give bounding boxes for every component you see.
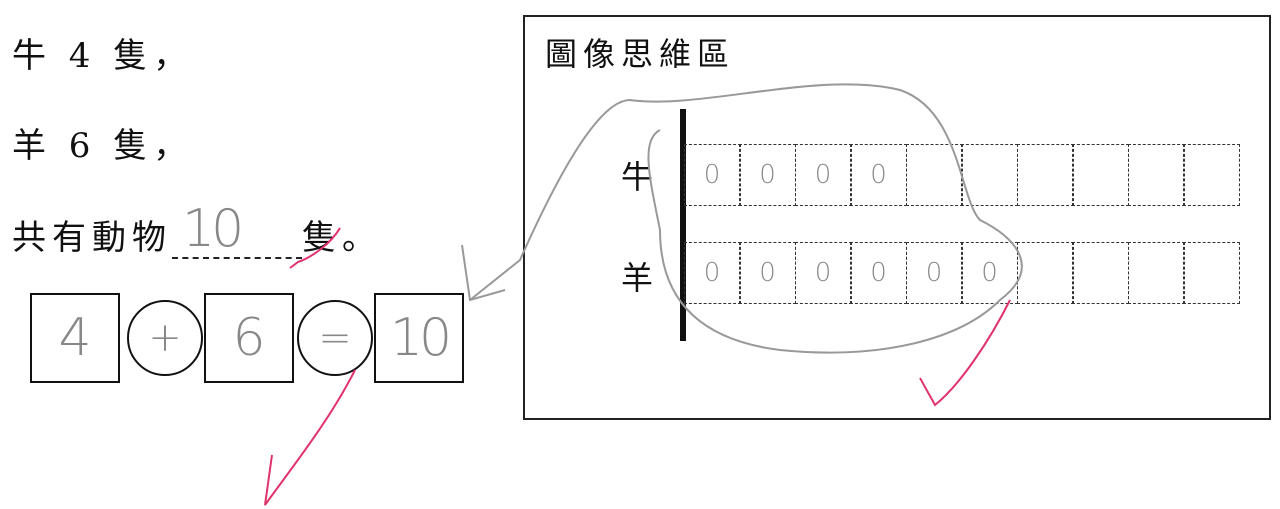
row-label-sheep: 羊 <box>621 259 654 297</box>
grid-cell[interactable] <box>1072 144 1129 206</box>
grid-cell[interactable]: 0 <box>850 242 907 304</box>
grid-cell[interactable]: 0 <box>739 242 796 304</box>
equation-box-result[interactable]: 10 <box>374 293 464 383</box>
total-prefix: 共有動物 <box>12 218 172 258</box>
grid-cell[interactable]: 0 <box>683 144 741 206</box>
grid-cell[interactable] <box>1016 144 1074 206</box>
pencil-circle-mark: 0 <box>703 160 721 190</box>
grid-cell[interactable] <box>1016 242 1074 304</box>
pencil-circle-mark: 0 <box>814 160 832 190</box>
grid-cell[interactable] <box>1183 144 1240 206</box>
pencil-circle-mark: 0 <box>870 258 887 288</box>
grid-cell[interactable] <box>1183 242 1240 304</box>
arrow-head <box>461 244 506 302</box>
pencil-circle-mark: 0 <box>981 258 998 288</box>
grid-cell[interactable] <box>961 144 1018 206</box>
problem-line-sheep: 羊 6 隻， <box>12 126 194 166</box>
grid-cell[interactable]: 0 <box>683 242 741 304</box>
grid-cell[interactable] <box>1127 144 1185 206</box>
equation-operator[interactable]: + <box>127 300 203 376</box>
equation-box-a[interactable]: 4 <box>30 293 120 383</box>
sheep-grid: 0 0 0 0 0 0 <box>683 242 1240 304</box>
pencil-circle-mark: 0 <box>814 258 832 288</box>
grid-cell[interactable]: 0 <box>905 242 963 304</box>
total-suffix: 隻。 <box>302 218 382 258</box>
image-thinking-panel: 圖像思維區 牛 羊 0 0 0 0 0 0 0 0 0 0 <box>523 15 1271 420</box>
equation-equals[interactable]: = <box>297 300 373 376</box>
pencil-circle-mark: 0 <box>703 258 721 288</box>
answer-blank[interactable]: 10 <box>172 199 302 259</box>
pencil-circle-mark: 0 <box>925 258 943 288</box>
grid-cell[interactable]: 0 <box>739 144 796 206</box>
row-label-cow: 牛 <box>621 158 654 196</box>
grid-cell[interactable]: 0 <box>794 242 852 304</box>
pencil-circle-mark: 0 <box>759 160 776 190</box>
pencil-circle-mark: 0 <box>759 258 776 288</box>
grid-cell[interactable] <box>905 144 963 206</box>
panel-title: 圖像思維區 <box>545 35 736 73</box>
grid-cell[interactable] <box>1072 242 1129 304</box>
grid-cell[interactable]: 0 <box>850 144 907 206</box>
grid-cell[interactable]: 0 <box>794 144 852 206</box>
equation-box-b[interactable]: 6 <box>204 293 294 383</box>
handwritten-answer: 10 <box>182 199 244 259</box>
problem-line-cows: 牛 4 隻， <box>12 36 194 76</box>
pencil-circle-mark: 0 <box>870 160 887 190</box>
grid-cell[interactable]: 0 <box>961 242 1018 304</box>
cow-grid: 0 0 0 0 <box>683 144 1240 206</box>
grid-cell[interactable] <box>1127 242 1185 304</box>
check-mark-equation <box>264 369 356 506</box>
